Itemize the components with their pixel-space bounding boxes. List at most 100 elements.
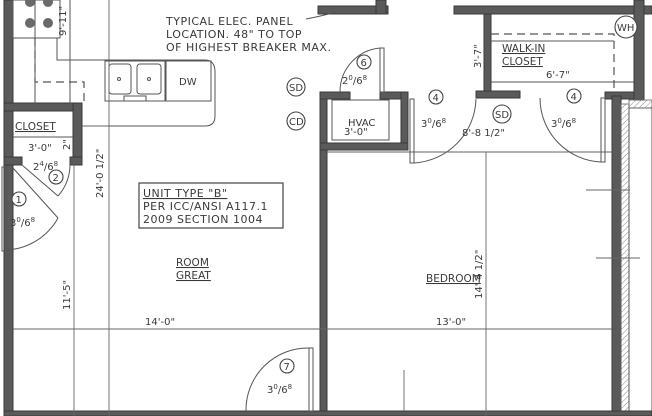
bedroom-width-dim: 13'-0" bbox=[436, 317, 466, 328]
hall-width-dim: 8'-8 1/2" bbox=[462, 128, 505, 139]
water-heater-label: WH bbox=[617, 23, 634, 34]
walls bbox=[3, 0, 652, 416]
great-room-label-1: ROOM bbox=[176, 257, 209, 269]
top-wall-segment bbox=[317, 5, 389, 15]
door-leaf bbox=[12, 167, 59, 219]
walk-in-label-1: WALK-IN bbox=[502, 43, 545, 55]
double-sink bbox=[104, 60, 166, 102]
door-leaf bbox=[308, 347, 314, 412]
door-tag-circle bbox=[279, 358, 295, 374]
closet-top-wall bbox=[3, 102, 83, 112]
door-4-walk-in: 4 30/68 bbox=[539, 88, 606, 163]
walk-in-left-wall bbox=[483, 13, 492, 95]
door-leaf bbox=[600, 97, 606, 163]
door-tag-circle bbox=[566, 88, 582, 104]
closet-depth-dim: 2" bbox=[62, 139, 73, 150]
door-tag: 6 bbox=[361, 58, 367, 69]
door-swing-arc bbox=[5, 217, 59, 251]
left-exterior-wall bbox=[3, 0, 14, 416]
smoke-detector-icon bbox=[286, 77, 306, 97]
door-size: 30/68 bbox=[267, 383, 292, 396]
note-line-1: TYPICAL ELEC. PANEL bbox=[165, 15, 293, 28]
door-4-bedroom: 4 30/68 8'-8 1/2" bbox=[409, 89, 505, 164]
kitchen: DW 9'-11" bbox=[12, 0, 216, 127]
door-tag-circle bbox=[356, 54, 372, 70]
door-size: 30/68 bbox=[551, 117, 576, 130]
bedroom-vertical-dim: 14'-4 1/2" bbox=[474, 250, 485, 299]
note-line-3: OF HIGHEST BREAKER MAX. bbox=[166, 41, 331, 54]
walk-in-top-wall bbox=[453, 5, 652, 15]
burner-icon bbox=[25, 18, 35, 28]
kitchen-counter bbox=[56, 38, 216, 127]
hvac-label: HVAC bbox=[348, 118, 375, 129]
unit-type-line-1: UNIT TYPE "B" bbox=[143, 187, 227, 200]
dishwasher-label: DW bbox=[179, 77, 197, 88]
closet-width-dim: 3'-0" bbox=[28, 143, 52, 154]
bedroom-label: BEDROOM bbox=[426, 273, 481, 285]
unit-type-box: UNIT TYPE "B" PER ICC/ANSI A117.1 2009 S… bbox=[138, 182, 284, 229]
smoke-detector-icon bbox=[492, 104, 512, 124]
closet-right-wall bbox=[72, 102, 83, 166]
unit-depth-dim: 24'-0 1/2" bbox=[95, 149, 106, 198]
unit-type-line-2: PER ICC/ANSI A117.1 bbox=[143, 200, 268, 213]
walk-in-bottom-wall-left bbox=[475, 90, 521, 99]
door-swing-arc bbox=[245, 347, 310, 412]
drain-icon bbox=[147, 77, 151, 81]
dishwasher bbox=[165, 60, 212, 102]
door-tag: 4 bbox=[571, 92, 577, 103]
top-wall-jog bbox=[375, 0, 387, 15]
door-size: 30/68 bbox=[10, 216, 35, 229]
hvac-unit bbox=[331, 99, 390, 141]
walk-in-depth-dim: 3'-7" bbox=[473, 44, 484, 68]
bottom-wall bbox=[3, 410, 652, 416]
door-size: 20/68 bbox=[342, 74, 367, 87]
left-closet: CLOSET 3'-0" 2" bbox=[13, 121, 73, 154]
upper-cabinet-outline bbox=[34, 38, 85, 104]
right-hatch-top bbox=[628, 99, 652, 109]
door-swing-arc bbox=[57, 164, 71, 197]
door-tag: 4 bbox=[433, 93, 439, 104]
door-tag: 1 bbox=[16, 195, 22, 206]
closet-label: CLOSET bbox=[15, 121, 56, 133]
closet-bottom-wall-right bbox=[69, 156, 83, 166]
bedroom-partition-wall bbox=[319, 91, 328, 416]
walk-in-closet: WALK-IN CLOSET 6'-7" 3'-7" bbox=[473, 33, 634, 92]
burner-icon bbox=[43, 0, 53, 7]
walk-in-width-dim: 6'-7" bbox=[546, 70, 570, 81]
great-room-label-2: GREAT bbox=[176, 270, 211, 282]
hvac-bottom-wall bbox=[319, 142, 409, 151]
hvac-width-dim: 3'-0" bbox=[344, 127, 368, 138]
door-2: 2 24/68 bbox=[21, 160, 71, 197]
smoke-detector-label: SD bbox=[289, 83, 303, 94]
smoke-detector-label: SD bbox=[495, 110, 509, 121]
doors: 1 30/68 2 24/68 6 20/68 4 30/68 8'-8 1/2… bbox=[1, 47, 606, 412]
hvac-closet: HVAC 3'-0" bbox=[331, 99, 390, 141]
shelf-dashed-outline bbox=[491, 33, 615, 92]
door-leaf bbox=[21, 164, 59, 197]
elec-panel-note: TYPICAL ELEC. PANEL LOCATION. 48" TO TOP… bbox=[165, 11, 337, 54]
water-heater-icon bbox=[614, 15, 638, 39]
note-line-2: LOCATION. 48" TO TOP bbox=[166, 28, 302, 41]
hvac-top-wall-left bbox=[319, 91, 351, 100]
faucet-icon bbox=[123, 95, 147, 102]
door-tag-circle bbox=[48, 169, 64, 185]
closet-bottom-wall-left bbox=[3, 156, 23, 166]
right-exterior-wall bbox=[611, 95, 622, 416]
carbon-monoxide-detector-icon bbox=[286, 111, 306, 131]
right-upper-wall bbox=[633, 0, 645, 101]
drain-icon bbox=[117, 77, 121, 81]
door-size: 24/68 bbox=[33, 160, 58, 173]
great-room-vertical-dim: 11'-5" bbox=[62, 280, 73, 310]
door-tag: 2 bbox=[53, 173, 59, 184]
door-leaf bbox=[1, 166, 8, 252]
burner-icon bbox=[25, 0, 35, 7]
leader-arrow bbox=[305, 11, 337, 20]
door-7-entry: 7 30/68 bbox=[245, 347, 314, 412]
right-hatch-wall bbox=[620, 103, 630, 416]
co-detector-label: CD bbox=[289, 117, 304, 128]
sink-basin-right bbox=[136, 63, 162, 95]
door-leaf bbox=[379, 47, 385, 93]
door-swing-arc bbox=[539, 97, 602, 163]
door-tag-circle bbox=[11, 191, 27, 207]
